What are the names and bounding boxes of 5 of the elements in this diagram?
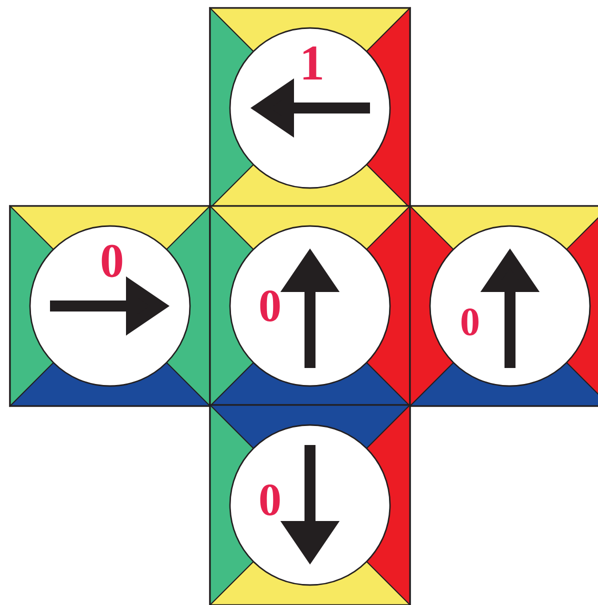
cube-face: 0 <box>208 204 412 408</box>
cube-face: 0 <box>408 204 598 408</box>
cube-face: 0 <box>208 404 412 605</box>
cube-face: 1 <box>208 6 412 210</box>
cube-face: 0 <box>8 204 212 408</box>
